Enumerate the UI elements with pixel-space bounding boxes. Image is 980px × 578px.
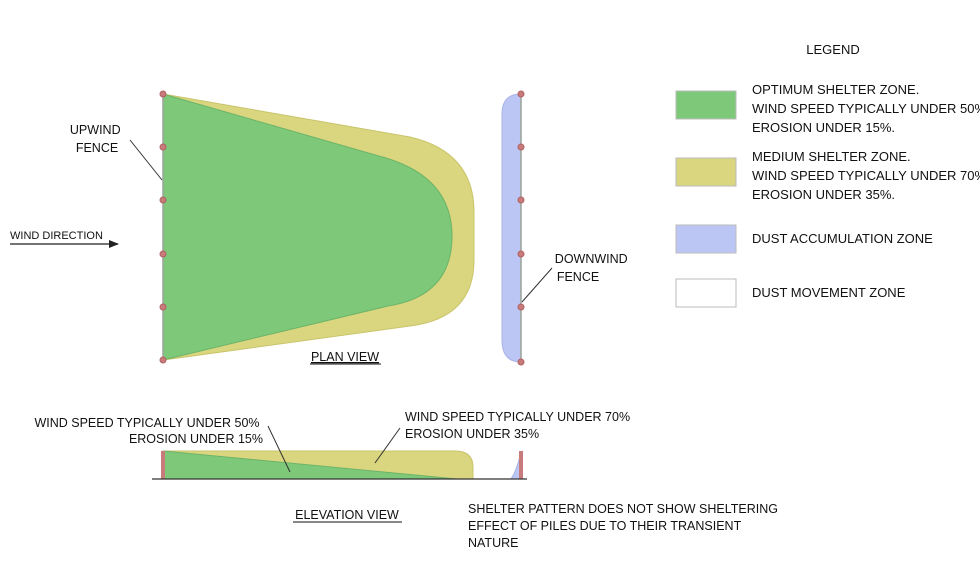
legend-label-dust-accumulation: DUST ACCUMULATION ZONE: [752, 231, 933, 246]
upwind-fence-post: [159, 196, 167, 204]
legend-label-medium: MEDIUM SHELTER ZONE. WIND SPEED TYPICALL…: [752, 149, 980, 202]
legend-label-optimum: OPTIMUM SHELTER ZONE. WIND SPEED TYPICAL…: [752, 82, 980, 135]
upwind-fence-label: UPWIND FENCE: [70, 123, 124, 155]
elevation-left-note: WIND SPEED TYPICALLY UNDER 50% EROSION U…: [34, 416, 263, 446]
legend-swatch-optimum: [675, 90, 737, 120]
downwind-fence-post: [517, 143, 525, 151]
plan-dust-accumulation-zone: [501, 93, 522, 363]
upwind-leader-line: [129, 139, 163, 181]
elevation-view-title: ELEVATION VIEW: [295, 508, 399, 522]
upwind-fence-post: [159, 90, 167, 98]
wind-direction-label: WIND DIRECTION: [10, 230, 103, 242]
plan-optimum-shelter-zone: [162, 93, 453, 361]
legend-swatch-dust-accumulation: [675, 224, 737, 254]
elevation-left-leader: [267, 425, 291, 473]
upwind-fence-post: [159, 303, 167, 311]
elevation-upwind-fence: [161, 451, 165, 479]
plan-view-title: PLAN VIEW: [311, 350, 379, 364]
legend-title: LEGEND: [806, 42, 859, 57]
upwind-fence-post: [159, 250, 167, 258]
elevation-right-note: WIND SPEED TYPICALLY UNDER 70% EROSION U…: [405, 410, 634, 441]
downwind-fence-post: [517, 358, 525, 366]
downwind-fence-post: [517, 303, 525, 311]
plan-view: UPWIND FENCE DOWNWIND FENCE WIND DIRECTI…: [10, 90, 631, 366]
downwind-leader-line: [521, 267, 553, 303]
downwind-fence-post: [517, 90, 525, 98]
upwind-fence-post: [159, 143, 167, 151]
footnote: SHELTER PATTERN DOES NOT SHOW SHELTERING…: [468, 502, 781, 550]
elevation-right-leader: [374, 427, 401, 464]
downwind-fence-post: [517, 250, 525, 258]
downwind-fence-label: DOWNWIND FENCE: [555, 252, 631, 284]
elevation-downwind-fence: [519, 451, 523, 479]
upwind-fence-post: [159, 356, 167, 364]
legend-swatch-medium: [675, 157, 737, 187]
elevation-view: WIND SPEED TYPICALLY UNDER 50% EROSION U…: [34, 410, 781, 550]
downwind-fence-post: [517, 196, 525, 204]
legend-swatch-dust-movement: [675, 278, 737, 308]
legend-label-dust-movement: DUST MOVEMENT ZONE: [752, 285, 906, 300]
legend: LEGEND OPTIMUM SHELTER ZONE. WIND SPEED …: [675, 42, 980, 308]
